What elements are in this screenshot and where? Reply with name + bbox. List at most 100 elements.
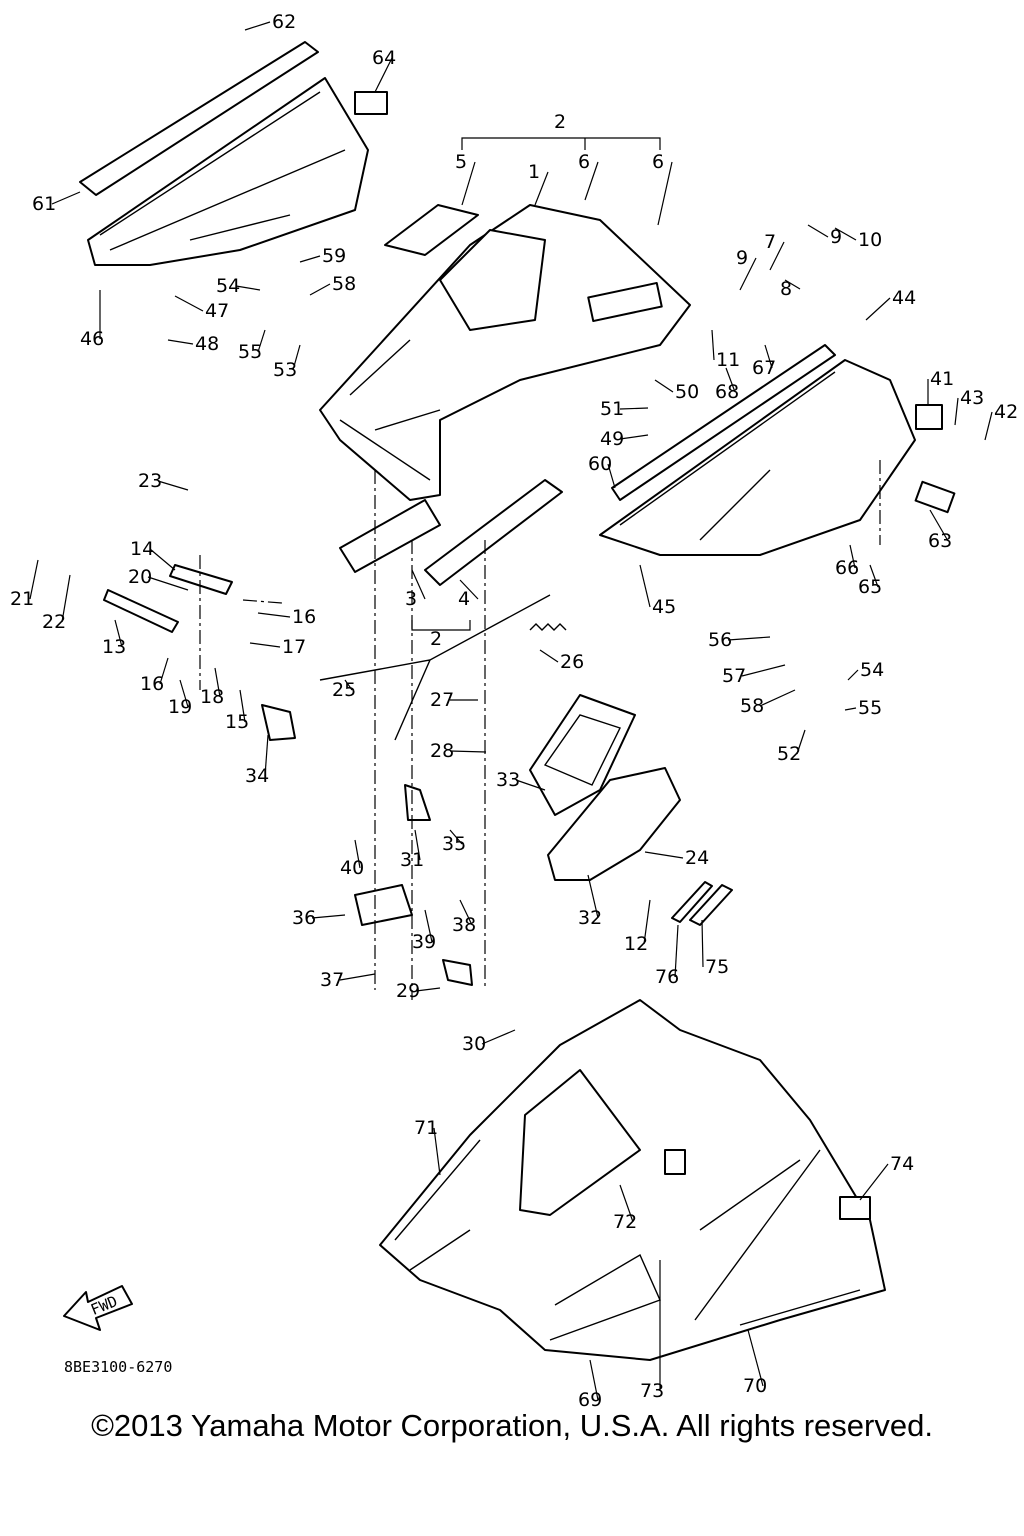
part-4-pad: [424, 479, 563, 586]
part-31-bracket: [404, 784, 431, 821]
callout-7: 7: [764, 231, 785, 271]
drawing-code: 8BE3100-6270: [64, 1358, 172, 1376]
part-61-strip: [79, 41, 319, 196]
callout-number: 9: [736, 247, 748, 269]
callout-39: 39: [412, 909, 436, 953]
callout-number: 18: [200, 686, 224, 708]
callout-15: 15: [225, 689, 249, 733]
callout-number: 64: [372, 47, 396, 69]
callout-23: 23: [138, 470, 189, 492]
callout-61: 61: [32, 191, 81, 215]
callout-55: 55: [844, 697, 882, 719]
callout-35: 35: [442, 829, 466, 855]
callout-44: 44: [865, 287, 916, 321]
callout-number: 31: [400, 849, 424, 871]
part-26-spring: [529, 623, 567, 631]
callout-67: 67: [752, 344, 776, 379]
callout-number: 35: [442, 833, 466, 855]
callout-65: 65: [858, 564, 882, 598]
callout-1: 1: [528, 161, 549, 206]
callout-30: 30: [462, 1029, 516, 1055]
callout-55: 55: [238, 329, 266, 363]
callout-number: 37: [320, 969, 344, 991]
callout-36: 36: [292, 907, 346, 929]
part-74-emblem: [839, 1196, 871, 1220]
callout-17: 17: [249, 636, 306, 658]
callout-69: 69: [578, 1359, 602, 1411]
callout-52: 52: [777, 729, 806, 765]
callout-number: 53: [273, 359, 297, 381]
part-69-stripe: [549, 1253, 661, 1341]
callout-54: 54: [216, 275, 261, 297]
callout-number: 5: [455, 151, 467, 173]
part-34-bracket: [261, 704, 296, 741]
callout-number: 58: [332, 273, 356, 295]
callout-number: 7: [764, 231, 776, 253]
callout-number: 71: [414, 1117, 438, 1139]
callout-number: 29: [396, 980, 420, 1002]
callout-number: 22: [42, 611, 66, 633]
callout-number: 20: [128, 566, 152, 588]
callout-number: 47: [205, 300, 229, 322]
callout-2: 2: [430, 628, 442, 650]
callout-56: 56: [708, 629, 771, 651]
callout-9: 9: [736, 247, 757, 291]
part-3-pad: [339, 499, 441, 573]
callout-number: 51: [600, 398, 624, 420]
callout-number: 73: [640, 1380, 664, 1402]
callout-number: 17: [282, 636, 306, 658]
callout-13: 13: [102, 619, 126, 658]
callout-60: 60: [588, 453, 616, 489]
callout-10: 10: [834, 227, 882, 251]
part-36-latch: [354, 884, 413, 926]
callout-number: 28: [430, 740, 454, 762]
callout-number: 70: [743, 1375, 767, 1397]
callout-number: 14: [130, 538, 154, 560]
part-5-pad: [384, 204, 479, 256]
callout-73: 73: [640, 1260, 664, 1402]
callout-48: 48: [167, 333, 219, 355]
part-14-plate: [169, 564, 233, 595]
callout-number: 45: [652, 596, 676, 618]
callout-number: 8: [780, 278, 792, 300]
callout-number: 69: [578, 1389, 602, 1411]
callout-number: 11: [716, 349, 740, 371]
callout-42: 42: [984, 401, 1018, 441]
callout-number: 61: [32, 193, 56, 215]
callout-number: 33: [496, 769, 520, 791]
callout-70: 70: [743, 1329, 767, 1397]
callout-number: 46: [80, 328, 104, 350]
callout-number: 72: [613, 1211, 637, 1233]
callout-number: 4: [458, 588, 470, 610]
callout-58: 58: [740, 689, 796, 717]
callout-number: 1: [528, 161, 540, 183]
callout-number: 55: [858, 697, 882, 719]
callout-31: 31: [400, 829, 424, 871]
callout-21: 21: [10, 559, 39, 610]
callout-37: 37: [320, 969, 376, 991]
callout-46: 46: [80, 290, 104, 350]
callout-3: 3: [405, 569, 426, 610]
callout-number: 39: [412, 931, 436, 953]
part-63-pad: [914, 480, 956, 514]
callout-6: 6: [578, 151, 599, 201]
callout-number: 56: [708, 629, 732, 651]
callout-9: 9: [807, 224, 842, 248]
part-46-left-panel: [87, 77, 369, 266]
callout-number: 60: [588, 453, 612, 475]
callout-number: 42: [994, 401, 1018, 423]
callout-number: 27: [430, 689, 454, 711]
callout-number: 23: [138, 470, 162, 492]
callout-49: 49: [600, 428, 649, 450]
callout-number: 65: [858, 576, 882, 598]
part-29-catch: [442, 959, 473, 986]
callout-number: 76: [655, 966, 679, 988]
callout-53: 53: [273, 344, 301, 381]
callout-16: 16: [257, 606, 316, 628]
callout-38: 38: [452, 899, 476, 936]
callout-43: 43: [954, 387, 984, 426]
callout-number: 16: [140, 673, 164, 695]
callout-28: 28: [430, 740, 487, 762]
callout-66: 66: [835, 544, 859, 579]
